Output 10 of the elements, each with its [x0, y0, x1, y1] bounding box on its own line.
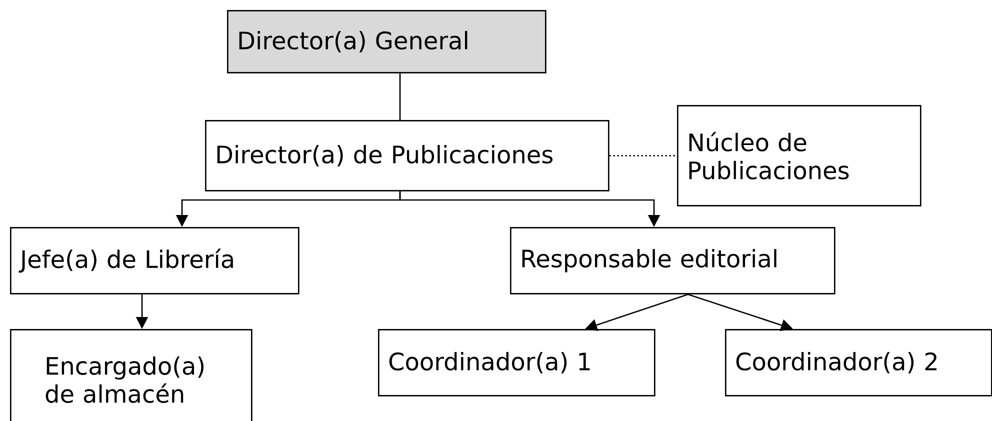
position-box: Núcleo de Publicaciones: [677, 105, 922, 206]
dotted-line: [609, 155, 677, 156]
connector-line: [399, 73, 401, 120]
position-box: Director(a) de Publicaciones: [205, 120, 610, 192]
position-box: Encargado(a) de almacén: [10, 328, 252, 421]
position-box: Jefe(a) de Librería: [10, 227, 300, 294]
position-box: Responsable editorial: [510, 227, 836, 294]
position-box: Coordinador(a) 1: [378, 328, 656, 396]
position-box: Coordinador(a) 2: [725, 328, 992, 396]
director-box: Director(a) General: [227, 10, 546, 74]
